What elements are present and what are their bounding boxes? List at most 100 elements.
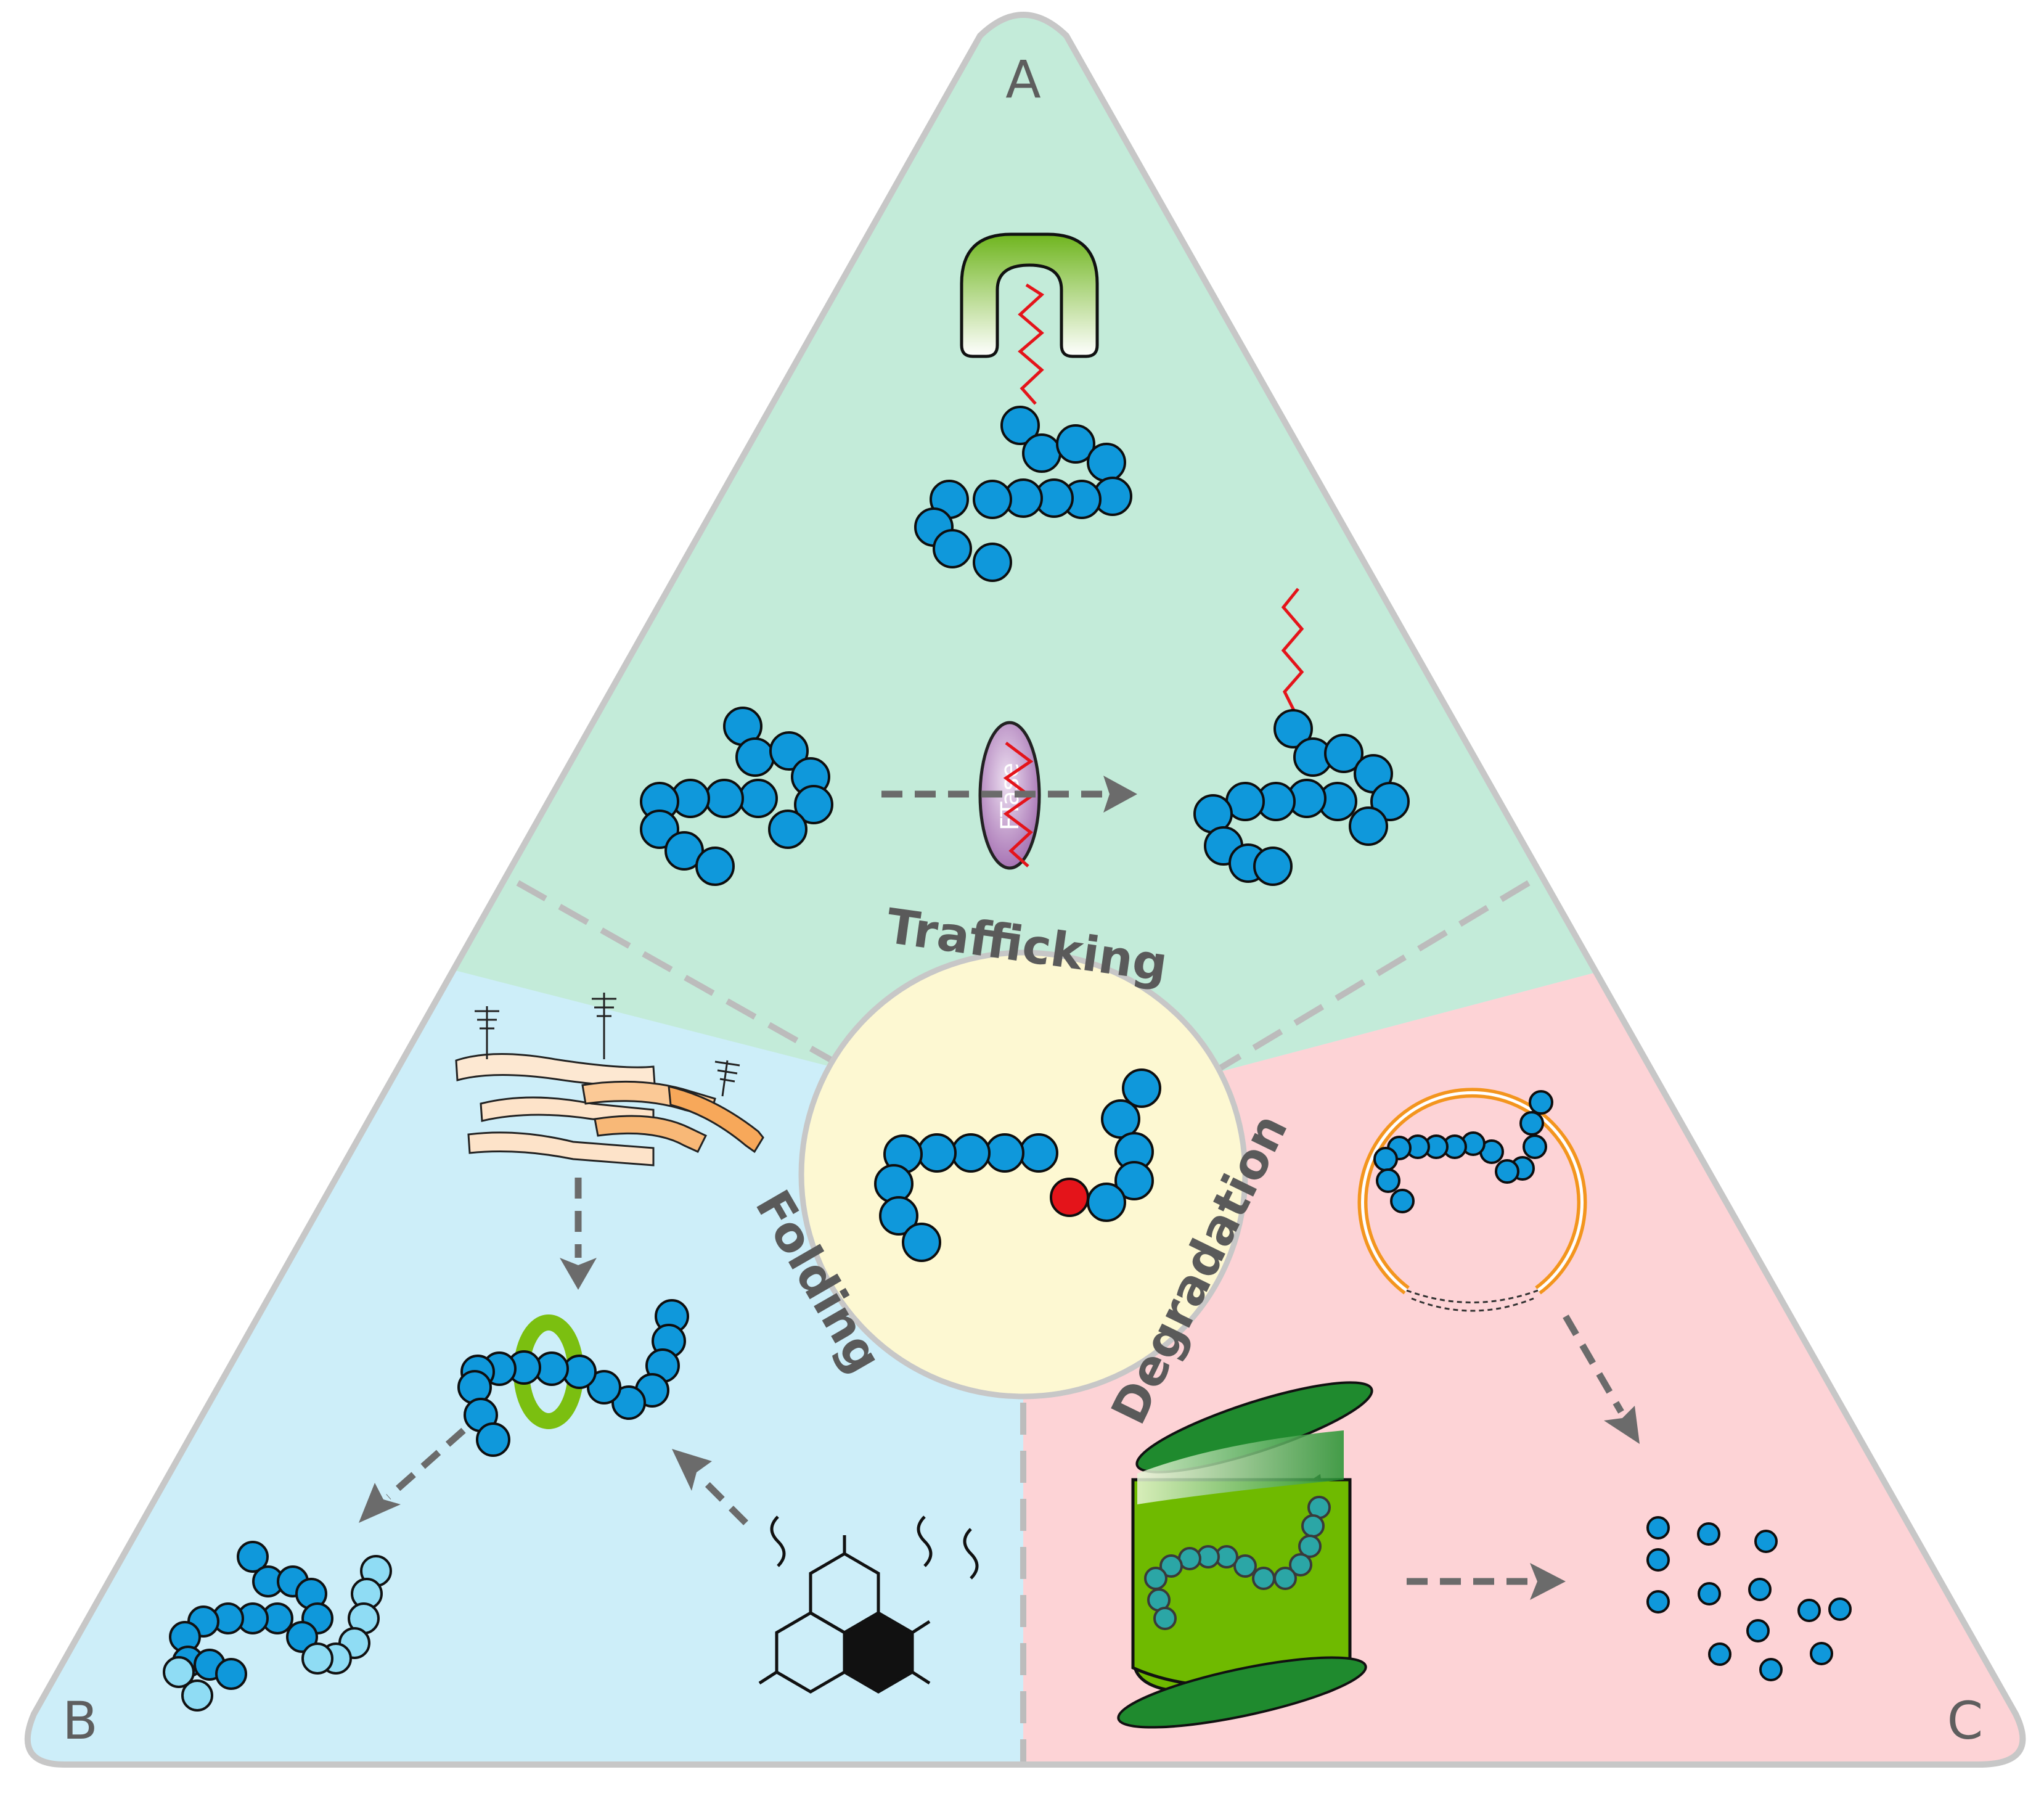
bead [1153,1607,1177,1630]
degraded-peptides [1646,1516,1852,1681]
triangle-outline [24,12,2026,1768]
protein-chain-chaperone-bound [457,1299,689,1457]
bead [476,1422,510,1457]
bead [215,1658,247,1690]
bead [1390,1189,1415,1213]
bead [1087,443,1126,482]
bead [768,810,807,849]
arrow-head-stress [672,1449,712,1491]
lysosome-icon [1357,1088,1587,1312]
bead [1050,1178,1089,1217]
bead [874,1164,914,1203]
lipid-chain [1018,283,1045,405]
bead [1114,1161,1154,1200]
bead [1022,433,1061,473]
bead [973,543,1012,582]
bead [1233,1554,1257,1578]
bead [985,1133,1024,1173]
bead [1301,1514,1325,1538]
bead [587,1370,621,1404]
bead [794,785,833,824]
bead [933,529,972,568]
bead [1646,1548,1670,1572]
process-arrows [359,776,1640,1600]
bead [163,1656,195,1688]
bead [1298,1535,1322,1558]
bead [917,1133,957,1173]
protein-chain-native [874,1068,1161,1262]
bead [1529,1090,1553,1115]
arrow-head-lysosome [1604,1406,1640,1444]
bead [695,847,735,886]
protein-chain-proteasome [1144,1496,1331,1630]
bead [181,1679,213,1712]
bead [1495,1159,1519,1184]
bead [1370,782,1410,821]
arrow-to-misfolded [386,1427,466,1500]
protein-chain-farnesylated [1193,709,1410,886]
bead [1324,734,1363,773]
protein-chain-unmodified [640,707,833,886]
bead [1708,1642,1731,1666]
bead [1019,1133,1058,1173]
ftase-lipid-chain [1003,742,1034,867]
arrow-lysosome-to-peptides [1563,1314,1624,1414]
proteasome-icon [1117,1381,1373,1729]
arrow-stress-to-chaperone [697,1474,748,1525]
bead [1373,1147,1398,1171]
bead [879,1196,918,1236]
bead [1828,1597,1852,1621]
bead [705,779,744,818]
arrow-head-proteasome [1530,1563,1566,1600]
bead [611,1385,646,1420]
bead [640,810,679,849]
golgi-apparatus-icon [455,1052,764,1167]
glycan-marks [475,993,740,1097]
lipid-binding-receptor-icon [960,232,1099,358]
bead [1697,1522,1720,1546]
bead [1698,1582,1721,1605]
center-circle [798,949,1248,1400]
bead [1273,1567,1297,1590]
protein-chain-receptor [914,406,1132,582]
bead [951,1133,991,1173]
bead [237,1541,269,1573]
bead [1376,1168,1400,1193]
protein-chain-lysosomal [1373,1090,1553,1213]
corner-label-a: A [1005,49,1040,110]
arrow-head-golgi [560,1258,597,1290]
heat-and-chemical-icon [758,1515,979,1694]
region-dividers [516,880,1531,1765]
attached-lipid-chain [1281,588,1304,715]
bead [1748,1578,1772,1601]
bead [902,1223,941,1262]
bead [1810,1642,1833,1665]
bead [1159,1554,1183,1578]
bead [1523,1134,1547,1159]
trafficking-region [27,15,2023,1072]
bead [1754,1530,1778,1553]
bead [1087,1183,1126,1222]
bead [1000,406,1040,445]
protein-chains [163,406,1852,1712]
bead [1349,806,1388,846]
corner-label-b: B [62,1691,98,1751]
bead [1056,424,1095,464]
bead [1289,1553,1312,1577]
bead [664,831,704,871]
bead [1122,1068,1161,1108]
bead [1253,847,1293,886]
bead [735,737,775,777]
bead [1519,1111,1544,1136]
corner-label-c: C [1947,1691,1984,1751]
bead [738,779,778,818]
bead [1759,1658,1783,1681]
bead [769,731,809,771]
bead [1646,1590,1670,1614]
protein-chain-misfolded [163,1541,392,1712]
bead [1746,1619,1770,1642]
bead [1144,1567,1167,1590]
bead [973,480,1012,519]
